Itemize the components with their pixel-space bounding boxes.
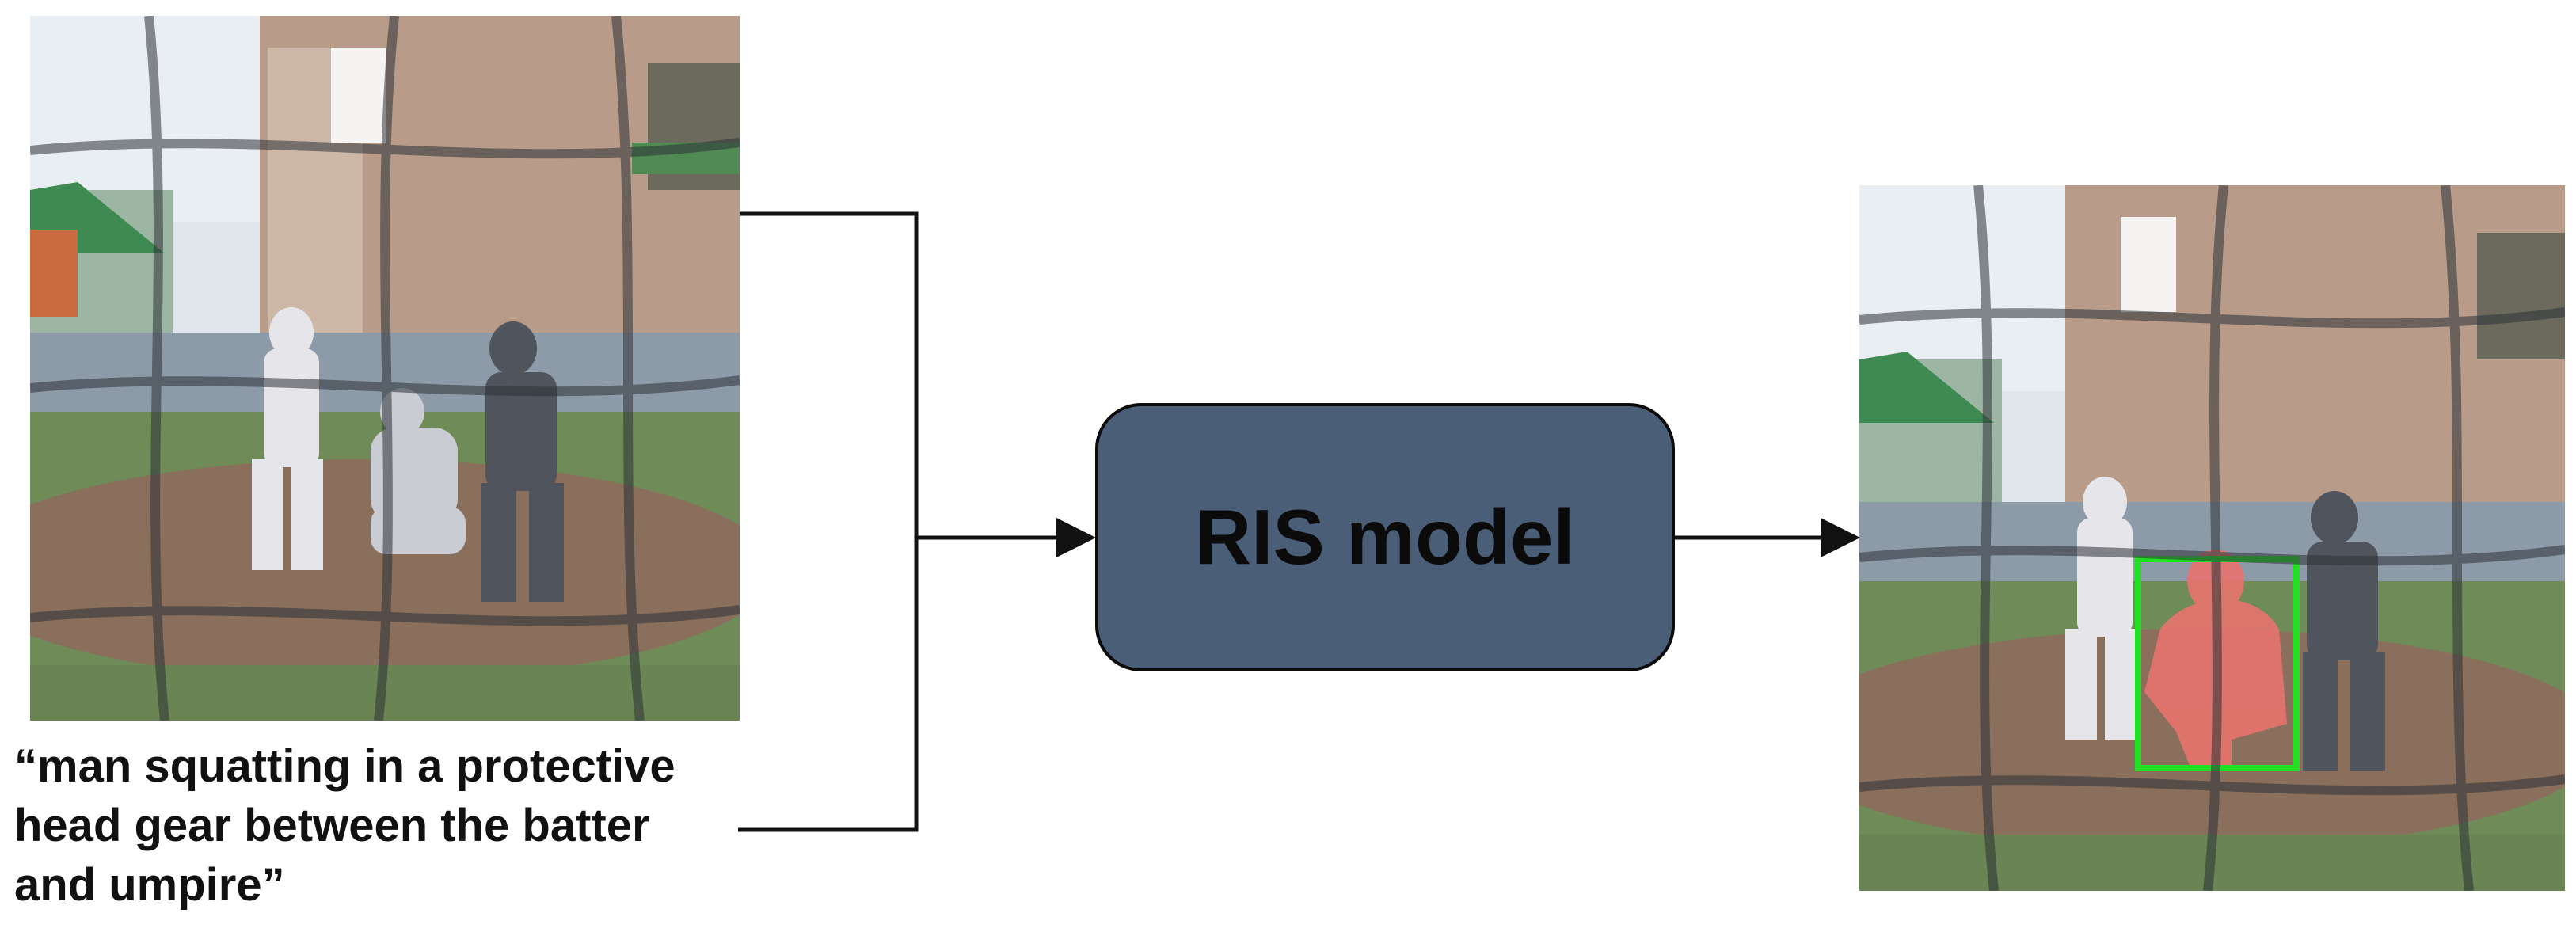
input-image [30,16,740,721]
referring-expression-text: “man squatting in a protective head gear… [14,740,675,911]
model-label: RIS model [1195,493,1575,580]
input-connector-line [738,211,919,832]
baseball-scene-photo-segmented-icon [1859,185,2565,891]
ris-model-box: RIS model [1095,403,1675,671]
baseball-scene-photo-icon [30,16,740,721]
output-image [1859,185,2565,891]
